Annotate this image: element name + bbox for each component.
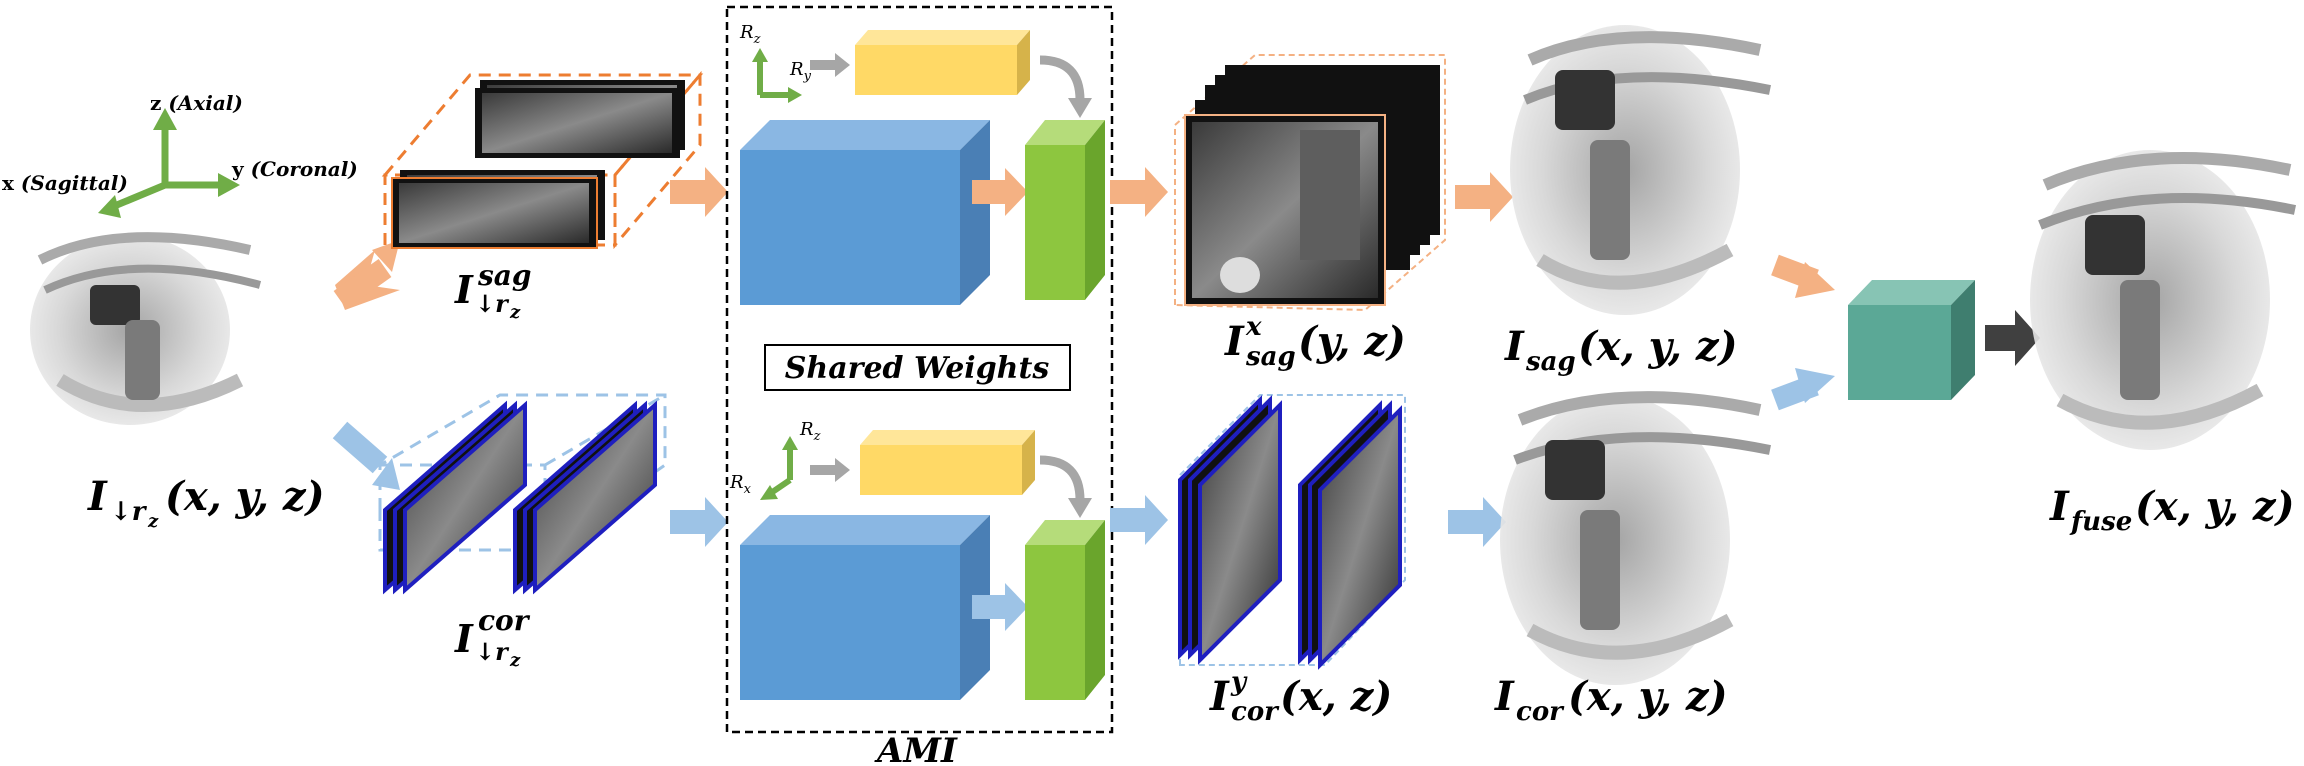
sag-stack-sub: ↓r xyxy=(475,289,510,318)
bottom-green-slab xyxy=(1025,520,1105,700)
sag-vol-args: (x, y, z) xyxy=(1578,323,1738,370)
cor-stack-subsub: z xyxy=(509,650,521,671)
ami-top-axes: Rz Ry xyxy=(739,22,850,103)
orange-arrow-to-sag-volume xyxy=(1455,172,1513,222)
fuse-vol-sub: fuse xyxy=(2069,507,2132,537)
y-axis-arrowhead xyxy=(218,173,240,197)
cor-output-stack xyxy=(1178,394,1406,670)
top-yellow-block xyxy=(855,30,1030,95)
sag-stack-sup: sag xyxy=(477,259,531,292)
top-blue-cube xyxy=(740,120,990,305)
sag-stack-label: I xyxy=(454,267,474,312)
ami-bottom-rz: Rz xyxy=(799,419,821,444)
blue-arrow-out-of-ami xyxy=(1110,495,1168,545)
input-label: I xyxy=(87,473,108,520)
x-axis-label: x (Sagittal) xyxy=(2,171,128,195)
cor-out-sub: cor xyxy=(1231,697,1280,727)
blue-arrow-to-cor-volume xyxy=(1448,497,1506,547)
ami-title: AMI xyxy=(874,731,958,766)
top-green-slab xyxy=(1025,120,1105,300)
sag-out-args: (y, z) xyxy=(1298,318,1406,365)
cor-out-label: I xyxy=(1209,673,1230,720)
z-axis-label: z (Axial) xyxy=(150,91,243,115)
cor-vol-label: I xyxy=(1494,673,1515,720)
sagittal-slice-stack xyxy=(381,70,704,250)
sag-vol-label: I xyxy=(1504,323,1525,370)
orange-arrow-into-ami xyxy=(670,167,728,217)
blue-arrow-input-to-cor-shaft xyxy=(332,421,388,474)
orange-arrow-to-fusion-head xyxy=(1795,262,1835,298)
sag-out-sub: sag xyxy=(1245,342,1296,372)
input-label-subsub: z xyxy=(147,511,159,532)
fusion-cube xyxy=(1848,280,1975,400)
blue-arrow-into-ami xyxy=(670,497,728,547)
shared-weights-box xyxy=(764,344,1071,391)
fuse-vol-label: I xyxy=(2049,483,2070,530)
orange-arrow-out-of-ami xyxy=(1110,167,1168,217)
bottom-gray-curve-arrowhead xyxy=(1068,498,1092,518)
input-volume-render xyxy=(30,232,262,425)
sag-stack-subsub: z xyxy=(509,302,521,323)
ami-top-ry: Ry xyxy=(789,59,812,84)
orange-arrow-cube-to-green-top xyxy=(972,168,1028,216)
z-axis-arrowhead xyxy=(153,108,177,130)
cor-out-sup: y xyxy=(1230,667,1248,697)
cor-vol-args: (x, y, z) xyxy=(1568,673,1728,720)
cor-stack-sup: cor xyxy=(478,604,531,637)
cor-stack-label: I xyxy=(454,616,474,661)
bottom-gray-curve-arrow xyxy=(1039,455,1085,501)
dark-arrow-to-fused-volume xyxy=(1985,310,2040,366)
blue-arrow-cube-to-green-bottom xyxy=(972,583,1028,631)
sag-vol-sub: sag xyxy=(1525,347,1576,377)
ami-box xyxy=(725,5,1114,734)
top-gray-curve-arrow xyxy=(1039,55,1085,101)
axis-glyph: z (Axial) y (Coronal) x (Sagittal) xyxy=(2,91,358,218)
top-gray-curve-arrowhead xyxy=(1068,98,1092,118)
sag-volume-render xyxy=(1510,25,1771,315)
fuse-vol-args: (x, y, z) xyxy=(2135,483,2295,530)
x-axis-arrowhead xyxy=(98,195,121,218)
shared-weights-label: Shared Weights xyxy=(785,351,1050,386)
orange-arrow-input-to-sag-shaft xyxy=(333,259,392,309)
x-axis-line xyxy=(110,181,167,211)
bottom-blue-cube xyxy=(740,515,990,700)
input-label-sub: ↓r xyxy=(110,497,148,527)
ami-bottom-rx: Rx xyxy=(729,472,752,497)
ami-bottom-axes: Rz Rx xyxy=(729,419,850,500)
sag-output-stack xyxy=(1174,54,1446,312)
fused-volume-render xyxy=(2030,150,2297,450)
coronal-slice-stack xyxy=(378,393,667,595)
sag-out-label: I xyxy=(1224,318,1245,365)
cor-out-args: (x, z) xyxy=(1280,673,1392,720)
blue-arrow-to-fusion-head xyxy=(1795,368,1835,403)
input-label-args: (x, y, z) xyxy=(165,473,325,520)
y-axis-label: y (Coronal) xyxy=(231,157,358,181)
bottom-yellow-block xyxy=(860,430,1035,495)
cor-stack-sub: ↓r xyxy=(475,637,510,666)
ami-top-rz: Rz xyxy=(739,22,761,47)
cor-vol-sub: cor xyxy=(1516,697,1565,727)
cor-volume-render xyxy=(1500,391,1771,685)
sag-out-sup: x xyxy=(1245,312,1262,342)
